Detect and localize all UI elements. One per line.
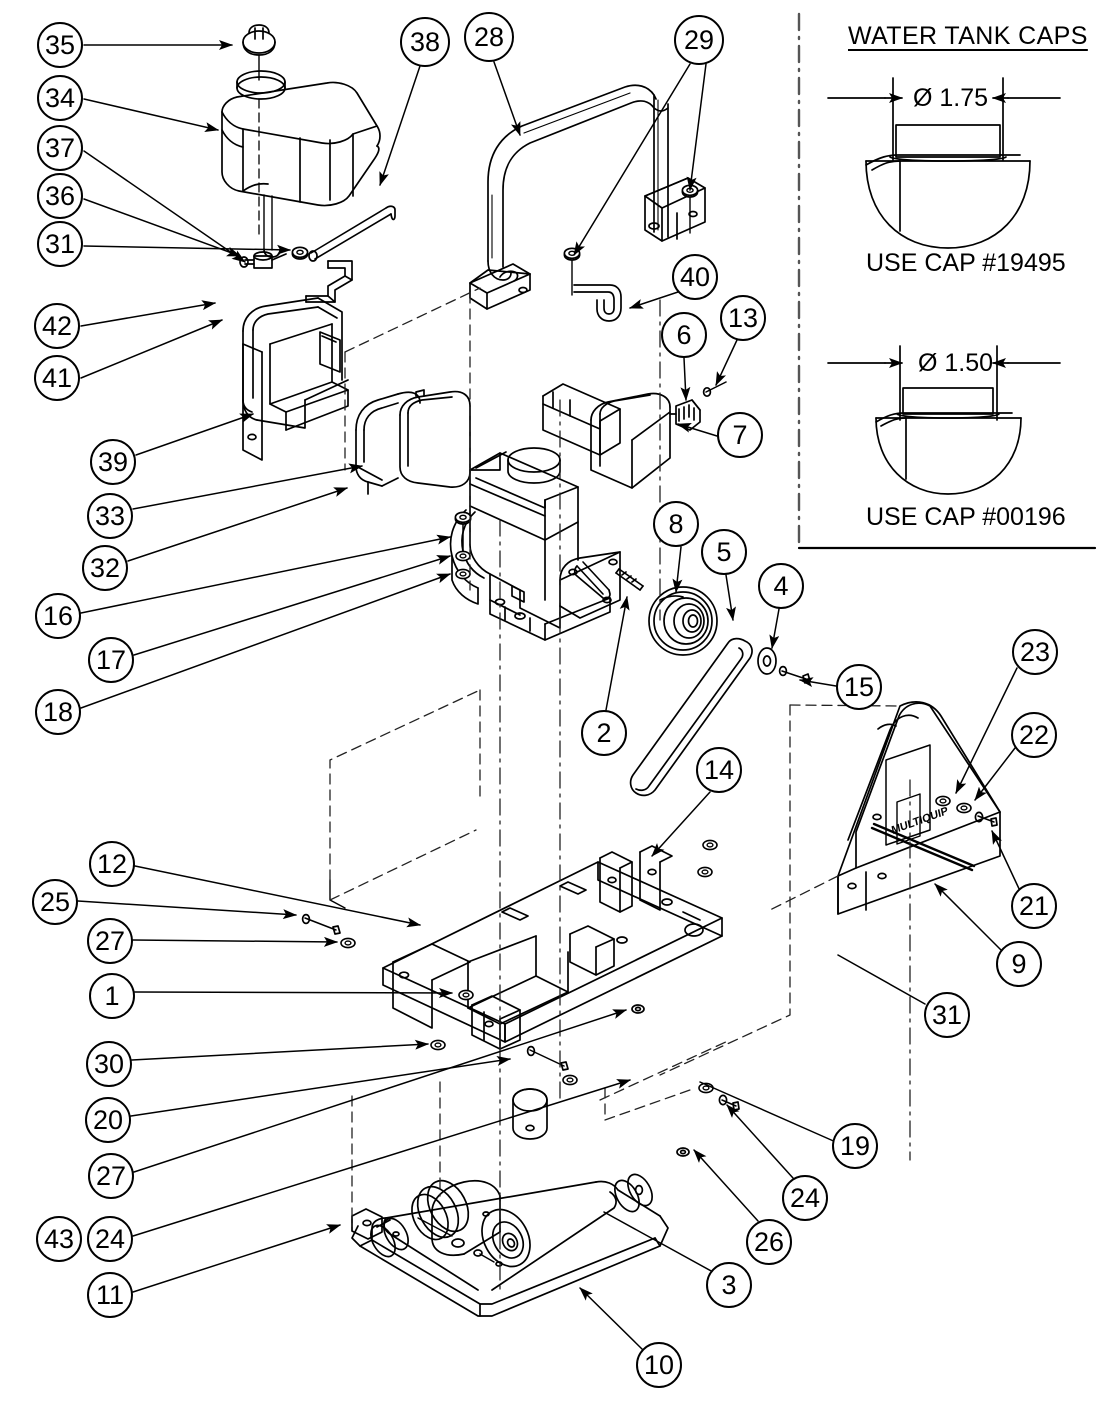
- callout-balloon-2[interactable]: 2: [581, 710, 627, 756]
- callout-balloon-18[interactable]: 18: [35, 689, 81, 735]
- callout-balloon-1[interactable]: 1: [89, 973, 135, 1019]
- callout-balloon-30[interactable]: 30: [86, 1041, 132, 1087]
- callout-balloon-32[interactable]: 32: [82, 545, 128, 591]
- callout-balloon-40[interactable]: 40: [672, 254, 718, 300]
- callout-balloon-28[interactable]: 28: [464, 12, 514, 62]
- water-tank-cap-175-drawing: [827, 77, 1061, 249]
- center-lines: [499, 299, 911, 1291]
- callout-balloon-39[interactable]: 39: [90, 439, 136, 485]
- callout-balloon-5[interactable]: 5: [701, 529, 747, 575]
- clutch-belt-pulley-group: [629, 586, 811, 797]
- air-filter-and-bracket-group: [242, 260, 471, 495]
- handle-bar-assembly: [469, 84, 706, 322]
- callout-balloon-24[interactable]: 24: [782, 1175, 828, 1221]
- callout-balloon-24[interactable]: 24: [87, 1216, 133, 1262]
- callout-balloon-37[interactable]: 37: [37, 125, 83, 171]
- inset-panel-title: WATER TANK CAPS: [848, 22, 1088, 50]
- callout-balloon-9[interactable]: 9: [996, 941, 1042, 987]
- callout-balloon-27[interactable]: 27: [88, 1153, 134, 1199]
- callout-balloon-3[interactable]: 3: [706, 1262, 752, 1308]
- callout-balloon-33[interactable]: 33: [87, 493, 133, 539]
- callout-balloon-12[interactable]: 12: [89, 841, 135, 887]
- callout-balloon-23[interactable]: 23: [1012, 629, 1058, 675]
- callout-balloon-6[interactable]: 6: [661, 312, 707, 358]
- callout-balloon-27[interactable]: 27: [87, 918, 133, 964]
- callout-balloon-19[interactable]: 19: [832, 1123, 878, 1169]
- callout-balloon-11[interactable]: 11: [87, 1272, 133, 1318]
- callout-balloon-31[interactable]: 31: [37, 221, 83, 267]
- callout-balloon-22[interactable]: 22: [1011, 712, 1057, 758]
- callout-balloon-29[interactable]: 29: [674, 15, 724, 65]
- callout-balloon-7[interactable]: 7: [717, 412, 763, 458]
- engine-assembly: [449, 381, 727, 641]
- inset-panel-divider: [797, 12, 1097, 550]
- callout-balloon-15[interactable]: 15: [836, 664, 882, 710]
- callout-balloon-14[interactable]: 14: [696, 747, 742, 793]
- base-frame-assembly: [301, 839, 723, 1086]
- callout-balloon-26[interactable]: 26: [746, 1219, 792, 1265]
- callout-balloon-16[interactable]: 16: [35, 593, 81, 639]
- cap-150-diameter-label: Ø 1.50: [918, 349, 994, 377]
- callout-balloon-17[interactable]: 17: [88, 637, 134, 683]
- cap-175-diameter-label: Ø 1.75: [913, 84, 989, 112]
- callout-balloon-20[interactable]: 20: [85, 1097, 131, 1143]
- belt-guard-assembly: [837, 701, 1001, 915]
- callout-balloon-34[interactable]: 34: [37, 75, 83, 121]
- assembly-lines: [329, 287, 901, 1227]
- callout-balloon-36[interactable]: 36: [37, 173, 83, 219]
- callout-balloon-13[interactable]: 13: [720, 295, 766, 341]
- water-tank-assembly: [221, 24, 396, 269]
- callout-balloon-4[interactable]: 4: [758, 563, 804, 609]
- callout-balloon-38[interactable]: 38: [400, 17, 450, 67]
- callout-balloon-41[interactable]: 41: [34, 355, 80, 401]
- cap-175-part-label: USE CAP #19495: [866, 249, 1066, 277]
- water-tank-cap-150-drawing: [827, 345, 1061, 495]
- isolator-mount: [512, 1088, 548, 1140]
- callout-balloon-10[interactable]: 10: [636, 1342, 682, 1388]
- callout-balloon-35[interactable]: 35: [37, 22, 83, 68]
- callout-balloon-21[interactable]: 21: [1011, 883, 1057, 929]
- callout-balloon-43[interactable]: 43: [36, 1216, 82, 1262]
- callout-balloon-8[interactable]: 8: [653, 501, 699, 547]
- base-plate-vibrator-assembly: [351, 1082, 740, 1317]
- callout-balloon-31[interactable]: 31: [924, 992, 970, 1038]
- callout-balloon-25[interactable]: 25: [32, 879, 78, 925]
- leader-lines: [77, 40, 1022, 1351]
- callout-balloon-42[interactable]: 42: [34, 303, 80, 349]
- cap-150-part-label: USE CAP #00196: [866, 503, 1066, 531]
